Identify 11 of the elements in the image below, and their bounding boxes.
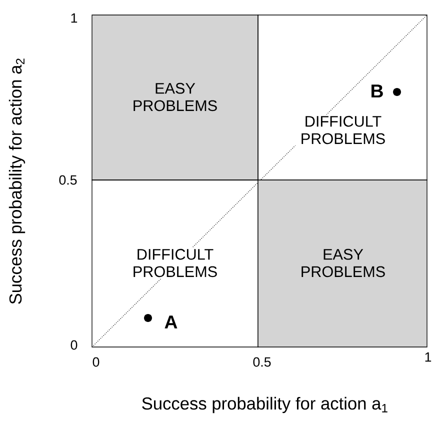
tick-label: 0 (70, 340, 78, 350)
tick-label: 1 (71, 13, 78, 23)
quadrant: EASY PROBLEMS (92, 14, 258, 180)
tick-label: 1 (425, 352, 432, 362)
quadrant: EASY PROBLEMS (258, 180, 428, 348)
axis-title: Success probability for action a$_{1}$ (142, 396, 388, 414)
tick-label: 0.5 (253, 357, 271, 367)
point-label: B (372, 84, 383, 98)
tick-label: 0.5 (59, 175, 77, 185)
point-label: A (164, 316, 178, 328)
axis-title: Success probability for action a$_{2}$ (8, 58, 26, 304)
